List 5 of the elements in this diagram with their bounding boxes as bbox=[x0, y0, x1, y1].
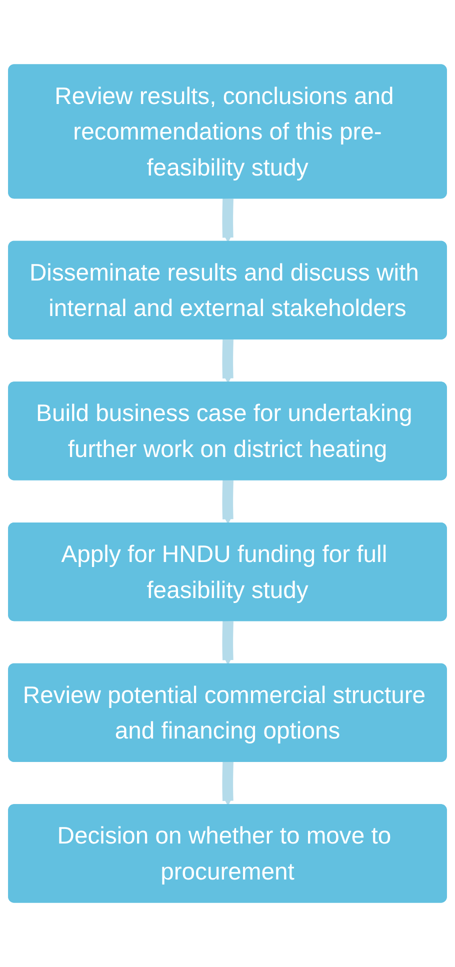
arrow bbox=[222, 619, 234, 665]
arrow bbox=[222, 760, 234, 806]
arrow bbox=[222, 196, 234, 242]
arrow bbox=[222, 338, 234, 384]
arrow bbox=[222, 478, 234, 524]
